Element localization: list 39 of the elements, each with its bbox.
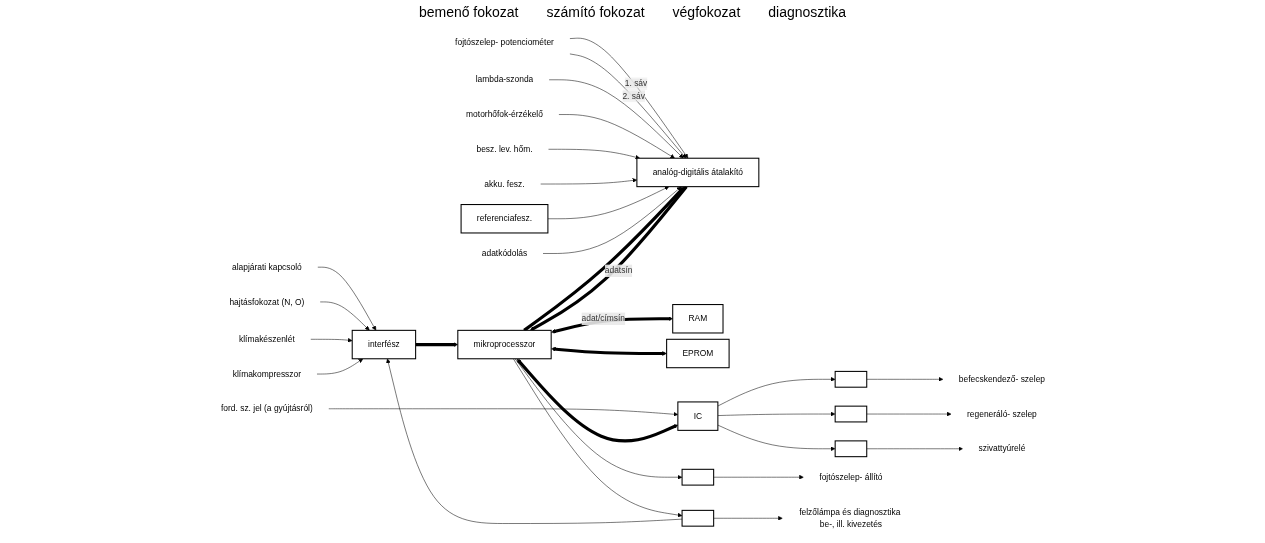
node-box: analóg-digitális átalakító <box>635 157 759 188</box>
stage-label: bemenő fokozat <box>418 4 519 20</box>
node-text: besz. lev. hőm. <box>475 144 532 154</box>
stage-label: diagnosztika <box>768 4 847 20</box>
node-box <box>681 509 714 527</box>
node-text: fojtószelep- potenciométer <box>454 37 554 47</box>
node-box: mikroprocesszor <box>456 329 552 360</box>
node-text: fojtószelep- állító <box>818 472 883 482</box>
edge-label: adatsín <box>604 266 632 275</box>
node-box <box>834 370 867 388</box>
node-box <box>681 468 714 486</box>
node-text: befecskendező- szelep <box>958 374 1045 384</box>
node-text: lambda-szonda <box>475 75 533 85</box>
node-text: felzőlámpa és diagnosztika be-, ill. kivezetés <box>798 507 900 529</box>
node-text: klímakompresszor <box>232 369 301 379</box>
node-box: EPROM <box>665 338 730 369</box>
node-text: szivattyúrelé <box>978 444 1025 453</box>
stage-label: végfokozat <box>672 4 741 20</box>
arrow <box>550 346 667 356</box>
node-box: referenciafesz. <box>460 204 548 234</box>
arrow <box>516 358 678 443</box>
arrow <box>415 342 458 347</box>
node-text: regeneráló- szelep <box>966 409 1037 419</box>
node-text: alapjárati kapcsoló <box>231 262 302 272</box>
node-text: hajtásfokozat (N, O) <box>228 297 304 307</box>
edge-label: adat/címsín <box>581 314 625 323</box>
node-box <box>834 405 867 423</box>
node-text: ford. sz. jel (a gyújtásról) <box>220 404 313 413</box>
node-text: klímakészenlét <box>238 334 295 344</box>
node-text: akku. fesz. <box>483 179 525 189</box>
edge-label: 2. sáv <box>621 91 645 101</box>
edge-label: 1. sáv <box>624 78 647 88</box>
node-box <box>834 440 867 458</box>
node-box: RAM <box>671 304 724 334</box>
node-box: interfész <box>351 329 416 360</box>
stage-label: számító fokozat <box>546 4 645 20</box>
node-text: motorhőfok-érzékelő <box>465 109 543 119</box>
node-text: adatkódolás <box>481 248 527 258</box>
node-box: IC <box>676 401 718 431</box>
